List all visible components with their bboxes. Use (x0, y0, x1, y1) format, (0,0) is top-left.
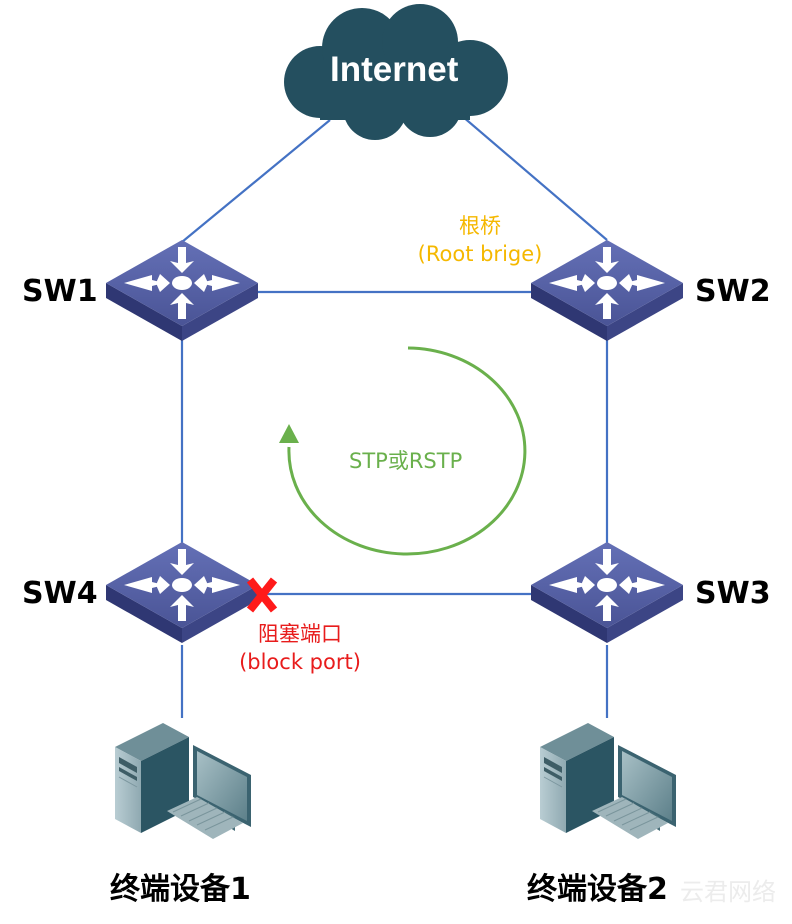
links (180, 109, 609, 718)
sw2-label: SW2 (695, 274, 771, 309)
link-internet-sw2 (454, 109, 608, 241)
switch-sw1-icon[interactable] (106, 240, 258, 341)
link-internet-sw1 (181, 119, 331, 243)
watermark: 云君网络 (680, 878, 776, 906)
stp-loop-arrow-icon (279, 346, 527, 556)
end-device-2-label: 终端设备2 (527, 872, 668, 907)
pc-end-device-1-icon[interactable] (114, 722, 252, 840)
sw1-label: SW1 (22, 274, 98, 309)
blocked-port-x-icon (246, 577, 278, 613)
block-port-en: (block port) (239, 650, 361, 674)
switch-sw3-icon[interactable] (531, 542, 683, 643)
block-port-cn: 阻塞端口 (258, 622, 342, 646)
pc-end-device-2-icon[interactable] (539, 722, 677, 840)
root-bridge-en: (Root brige) (417, 242, 543, 266)
internet-label: Internet (330, 50, 459, 89)
sw4-label: SW4 (22, 576, 98, 611)
internet-cloud-icon (284, 4, 508, 140)
end-device-1-label: 终端设备1 (110, 872, 251, 907)
block-port-label: 阻塞端口 (block port) (220, 620, 380, 676)
root-bridge-label: 根桥 (Root brige) (400, 212, 560, 268)
protocol-label: STP或RSTP (349, 449, 463, 473)
sw3-label: SW3 (695, 576, 771, 611)
root-bridge-cn: 根桥 (459, 214, 501, 238)
